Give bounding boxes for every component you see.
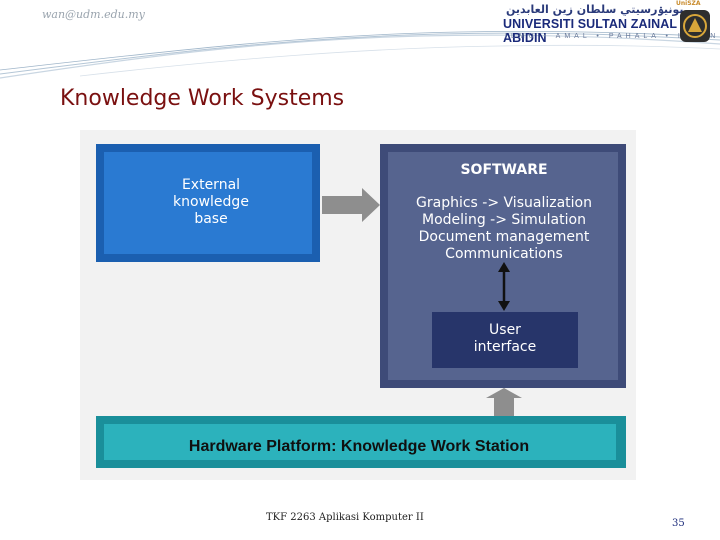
page-number: 35 — [672, 518, 685, 529]
external-kb-label: External knowledge base — [137, 177, 285, 228]
kb-to-software-arrow — [322, 188, 380, 222]
user-interface-line-2: interface — [473, 339, 537, 355]
footer-course: TKF 2263 Aplikasi Komputer II — [266, 512, 424, 523]
hardware-platform-inner — [104, 424, 616, 460]
software-item-graphics: Graphics -> Visualization — [416, 195, 592, 211]
user-interface-box — [432, 312, 578, 368]
university-arabic-name: يونيۏرسيتي سلطان زين العابدين — [506, 3, 684, 16]
software-heading: SOFTWARE — [460, 162, 548, 178]
external-kb-inner — [104, 152, 312, 254]
header-swoosh — [0, 31, 720, 79]
crest-label: UniSZA — [676, 0, 701, 7]
software-item-communications: Communications — [445, 246, 563, 262]
up-arrowhead — [498, 262, 510, 272]
user-interface-label: User interface — [432, 322, 578, 356]
hardware-to-software-arrow — [486, 388, 522, 416]
hardware-platform-label: Hardware Platform: Knowledge Work Statio… — [188, 438, 530, 455]
external-kb-line-2: knowledge — [173, 194, 249, 210]
down-arrowhead — [498, 301, 510, 311]
university-motto: ILMU • AMAL • PAHALA • IHSAN — [505, 33, 720, 40]
software-item-documents: Document management — [418, 229, 590, 245]
slide-title: Knowledge Work Systems — [60, 86, 345, 111]
software-item-modeling: Modeling -> Simulation — [422, 212, 586, 228]
external-kb-line-3: base — [194, 211, 228, 227]
university-crest-icon — [680, 10, 710, 42]
user-interface-line-1: User — [489, 322, 521, 338]
header-email: wan@udm.edu.my — [42, 8, 145, 21]
university-name: UNIVERSITI SULTAN ZAINAL ABIDIN — [503, 17, 677, 45]
external-kb-line-1: External — [181, 177, 241, 193]
